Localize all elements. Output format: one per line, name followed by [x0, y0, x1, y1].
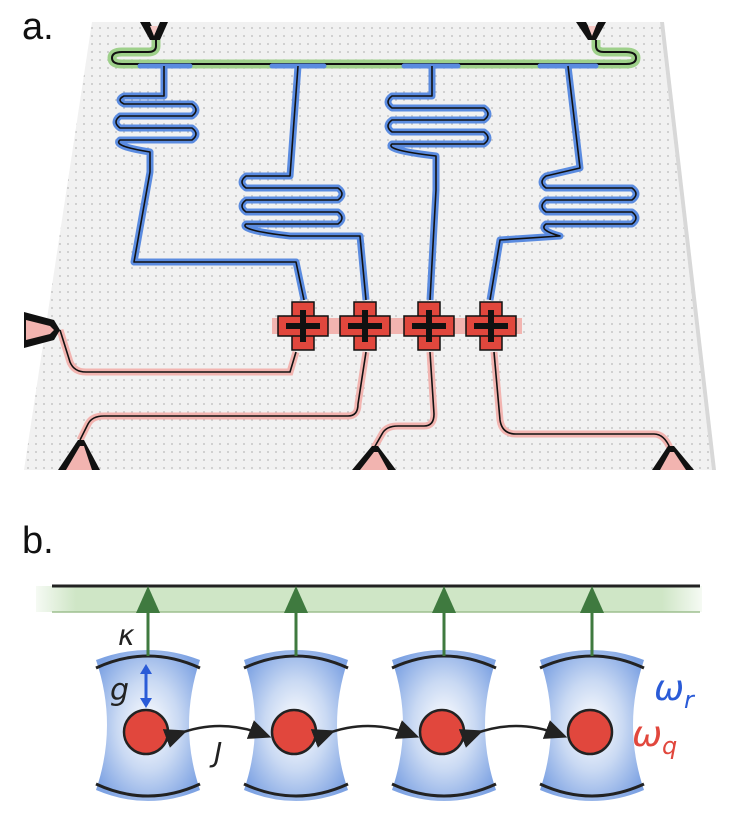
readout-resonators [112, 65, 640, 301]
j-symbol: J [209, 736, 222, 769]
g-coupling-arrow [140, 664, 152, 708]
top-left-bond-pad [140, 22, 168, 40]
chip-layout-illustration [24, 22, 716, 470]
transmission-line [36, 584, 702, 613]
chip-dot-grid [24, 22, 712, 470]
qubit-crosses [272, 301, 522, 351]
qubit-cross-2 [339, 301, 391, 351]
bottom-bond-pads [58, 440, 694, 470]
omega-q-subscript: q [662, 732, 677, 760]
qubit-4 [566, 708, 614, 756]
panel-b-label: b. [22, 520, 54, 562]
cavity-1 [95, 650, 201, 801]
qubit-2 [270, 708, 318, 756]
omega-r-symbol: ω [654, 668, 684, 709]
omega-r-subscript: r [684, 686, 696, 714]
kappa-arrows [136, 586, 604, 656]
feedline [107, 40, 641, 69]
top-right-bond-pad [576, 22, 606, 40]
omega-q-symbol: ω [632, 714, 662, 755]
drive-lines [56, 328, 674, 450]
qubit-1 [122, 708, 170, 756]
qubit-3 [418, 708, 466, 756]
chip-right-edge [660, 22, 716, 470]
j-coupling-arrows [162, 720, 568, 748]
qubits [122, 708, 614, 756]
cavity-4 [539, 650, 645, 801]
qubit-cross-3 [403, 301, 455, 351]
cavity-2 [243, 650, 349, 801]
qubit-cross-4 [465, 301, 517, 351]
left-bond-pad [24, 312, 60, 348]
kappa-symbol: κ [118, 619, 135, 652]
qubit-cross-1 [277, 301, 329, 351]
panel-a-label: a. [22, 6, 54, 48]
g-symbol: g [110, 673, 129, 708]
cavity-3 [391, 650, 497, 801]
omega-q-label: ω q [632, 714, 677, 760]
omega-r-label: ω r [654, 668, 696, 714]
